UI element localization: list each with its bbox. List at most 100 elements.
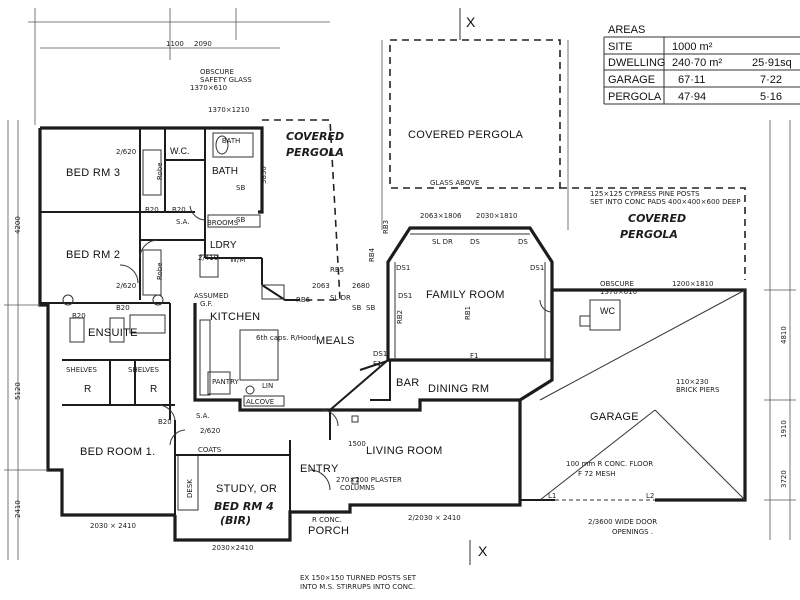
section-marker-x-top: X xyxy=(466,14,476,30)
code-2-620-c: 2/620 xyxy=(200,427,220,435)
note-obscure-1: OBSCURE xyxy=(200,68,234,76)
room-label-entry: ENTRY xyxy=(300,463,339,475)
note-brick-piers-1: 110×230 xyxy=(676,378,709,386)
note-cypress-posts-1: 125×125 CYPRESS PINE POSTS xyxy=(590,190,700,198)
left-dimension-lines xyxy=(4,120,48,560)
code-sl-dr-1: SL DR xyxy=(432,238,453,246)
room-label-ensuite: ENSUITE xyxy=(88,327,138,339)
note-covered-pergola-right-1: COVERED xyxy=(628,212,686,225)
pergola-right-outline xyxy=(560,187,746,280)
dim-2090: 2090 xyxy=(194,40,212,48)
bar-counter xyxy=(359,358,391,401)
code-sl-dr-2: SL DR xyxy=(330,294,351,302)
note-turned-posts-1: EX 150×150 TURNED POSTS SET xyxy=(300,574,417,582)
garage-zone xyxy=(519,288,747,502)
dim-2063: 2063 xyxy=(312,282,330,290)
code-rb5: RB5 xyxy=(330,266,344,274)
areas-row-site-name: SITE xyxy=(608,41,632,53)
room-label-study: STUDY, OR xyxy=(216,483,277,495)
room-label-kitchen: KITCHEN xyxy=(210,311,260,323)
note-obscure-2: SAFETY GLASS xyxy=(200,76,252,84)
areas-row-dwelling-sq: 25·91sq xyxy=(752,57,792,69)
code-rb4: RB4 xyxy=(368,247,376,262)
room-label-ldry: LDRY xyxy=(210,240,237,251)
code-b20-d: B20 xyxy=(116,304,130,312)
note-robe-1: Robe xyxy=(156,162,164,180)
dim-1910: 1910 xyxy=(780,420,788,438)
room-label-bed-room-1: BED ROOM 1. xyxy=(80,446,155,458)
code-sb-3: SB xyxy=(352,304,361,312)
dim-2030x2410-c: 2030×2410 xyxy=(212,544,254,552)
code-rb6: RB6 xyxy=(296,296,311,304)
pergola-left-outline xyxy=(262,119,341,301)
areas-row-garage-sq: 7·22 xyxy=(760,74,782,86)
note-bed-rm-4-bir: (BIR) xyxy=(220,514,251,527)
room-label-bed-rm-3: BED RM 3 xyxy=(66,167,120,179)
code-sb-2: SB xyxy=(236,216,245,224)
code-wm: W/M xyxy=(230,256,245,264)
code-sb-4: SB xyxy=(366,304,375,312)
areas-row-dwelling-name: DWELLING xyxy=(608,57,665,69)
dim-1370x610: 1370×610 xyxy=(190,84,227,92)
note-shelves-1: SHELVES xyxy=(66,366,97,374)
code-ds-b: DS xyxy=(518,238,528,246)
room-label-meals: MEALS xyxy=(316,335,355,347)
note-glass-above: GLASS ABOVE xyxy=(430,179,479,187)
code-2-620-a: 2/620 xyxy=(116,148,136,156)
areas-table: AREAS SITE 1000 m² DWELLING 240·70 m² 25… xyxy=(603,24,800,105)
note-covered-pergola-right-2: PERGOLA xyxy=(620,228,678,241)
note-cypress-posts-2: SET INTO CONC PADS 400×400×600 DEEP xyxy=(590,198,741,206)
room-label-bed-rm-2: BED RM 2 xyxy=(66,249,120,261)
code-f1-b: F1 xyxy=(470,352,478,360)
code-2-620-b: 2/620 xyxy=(116,282,136,290)
dim-2030x1810: 2030×1810 xyxy=(476,212,518,220)
code-ds1-b: DS1 xyxy=(530,264,544,272)
code-l2: L2 xyxy=(646,492,654,500)
note-assumed-2: G.F. xyxy=(200,300,213,308)
code-rb2: RB2 xyxy=(396,310,404,324)
dim-4810: 4810 xyxy=(780,326,788,344)
door-swing-garage-wc xyxy=(539,299,553,313)
note-covered-pergola-left-2: PERGOLA xyxy=(286,146,344,159)
dim-1370x610-right: 1370×610 xyxy=(600,288,637,296)
note-covered-pergola-left-1: COVERED xyxy=(286,130,344,143)
label-bath-tub: BATH xyxy=(222,138,240,145)
code-ds1-a: DS1 xyxy=(396,264,410,272)
note-robe-2: Robe xyxy=(156,262,164,280)
dim-1200x1810: 1200×1810 xyxy=(672,280,714,288)
dim-2680: 2680 xyxy=(352,282,370,290)
areas-row-dwelling-value: 240·70 m² xyxy=(672,57,722,69)
note-brooms: BROOMS xyxy=(207,219,239,227)
room-label-wc-garage: WC xyxy=(600,306,615,316)
room-label-wc: W.C. xyxy=(170,146,190,156)
note-obscure-right: OBSCURE xyxy=(600,280,634,288)
label-robe-r1: R xyxy=(84,384,91,395)
room-label-living-room: LIVING ROOM xyxy=(366,445,443,457)
note-plaster-columns-1: 270×200 PLASTER xyxy=(336,476,402,484)
dim-1500: 1500 xyxy=(348,440,366,448)
note-plaster-columns-2: COLUMNS xyxy=(340,484,375,492)
room-label-family-room: FAMILY ROOM xyxy=(426,289,505,301)
dim-2030x2410-a: 2030 × 2410 xyxy=(90,522,136,530)
door-swing-meals xyxy=(321,409,339,427)
note-6th-caps: 6th caps. R/Hood. xyxy=(256,334,318,342)
areas-row-pergola-name: PERGOLA xyxy=(608,91,662,103)
bedroom-wing xyxy=(38,126,264,517)
code-b20-b: B20 xyxy=(145,206,159,214)
note-bed-rm-4: BED RM 4 xyxy=(214,500,274,513)
dim-4200: 4200 xyxy=(14,216,22,234)
kitchen-meals-zone xyxy=(193,257,330,412)
dim-2-2030x2410: 2/2030 × 2410 xyxy=(408,514,461,522)
code-sa-2: S.A. xyxy=(196,412,210,420)
room-label-bar: BAR xyxy=(396,377,420,389)
note-linen: LIN xyxy=(262,382,273,390)
note-shelves-2: SHELVES xyxy=(128,366,159,374)
dim-1100: 1100 xyxy=(166,40,184,48)
areas-title: AREAS xyxy=(608,24,645,36)
note-door-openings-1: 2/3600 WIDE DOOR xyxy=(588,518,657,526)
note-conc-floor-1: 100 mm R CONC. FLOOR xyxy=(566,460,653,468)
code-ds1-c: DS1 xyxy=(398,292,412,300)
code-sa-1: S.A. xyxy=(176,218,190,226)
dim-3720: 3720 xyxy=(780,470,788,488)
note-brick-piers-2: BRICK PIERS xyxy=(676,386,720,394)
